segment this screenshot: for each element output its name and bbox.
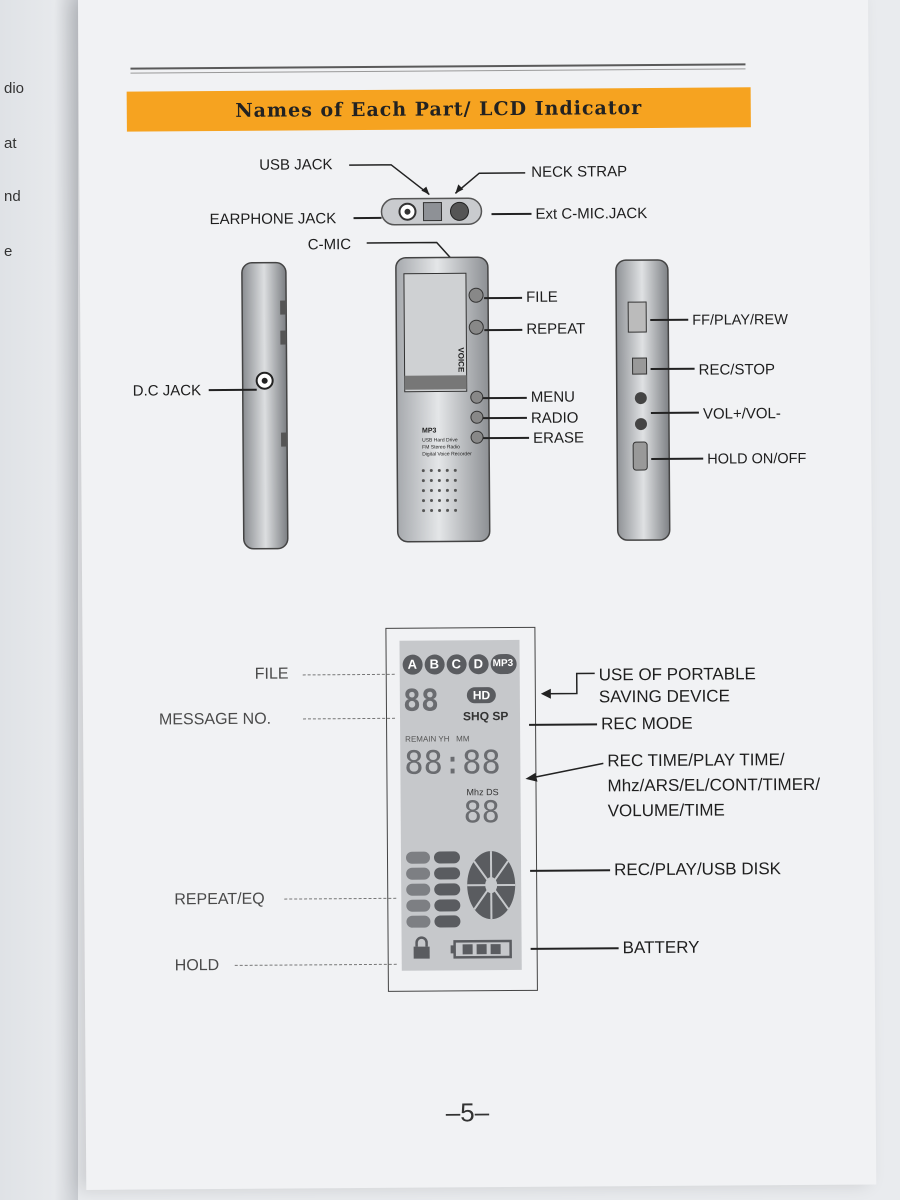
device-feature: Digital Voice Recorder	[422, 451, 472, 458]
rec-play-usb-leader	[530, 869, 611, 872]
previous-page: dio at nd e	[0, 0, 78, 1200]
ext-mic-jack-icon	[449, 201, 469, 221]
ff-play-rew-switch-icon	[627, 301, 647, 333]
label-c-mic: C-MIC	[307, 236, 352, 254]
label-menu: MENU	[530, 388, 576, 406]
label-earphone-jack: EARPHONE JACK	[209, 210, 337, 229]
radio-leader	[482, 416, 527, 420]
label-hold: HOLD ON/OFF	[707, 450, 807, 468]
vol-leader	[650, 411, 699, 415]
header-rule	[130, 63, 746, 74]
lcd-label-rec-mode: REC MODE	[600, 713, 693, 734]
prev-page-fragment: e	[4, 243, 13, 260]
lcd-label-rec-play-usb: REC/PLAY/USB DISK	[614, 859, 782, 880]
hold-leader	[651, 457, 704, 461]
prev-page-fragment: at	[4, 135, 17, 152]
prev-page-fragment: dio	[4, 80, 25, 97]
vol-down-icon	[634, 418, 647, 431]
label-file: FILE	[526, 288, 558, 306]
lcd-label-battery: BATTERY	[622, 937, 700, 958]
lcd-folder-b: B	[429, 656, 440, 672]
lcd-hold-leader	[234, 963, 397, 966]
battery-leader	[530, 947, 619, 950]
hold-switch-icon	[632, 441, 648, 471]
lcd-folder-a: A	[407, 656, 418, 672]
device-brand: MP3	[421, 427, 437, 435]
lcd-folder-c: C	[451, 656, 462, 672]
lcd-rec-modes: SHQ SP	[462, 709, 509, 724]
device-feature: FM Stereo Radio	[422, 444, 460, 451]
lcd-label-hold: HOLD	[174, 957, 220, 975]
device-left-side	[241, 261, 289, 550]
device-feature: USB Hard Drive	[422, 437, 458, 444]
manual-page: Names of Each Part/ LCD Indicator USB JA…	[78, 0, 877, 1190]
lcd-hold-icon	[413, 936, 430, 959]
lcd-message-digits: 88	[402, 683, 440, 719]
lcd-battery-icon	[450, 939, 512, 959]
label-ext-cmic-jack: Ext C-MIC.JACK	[535, 205, 648, 223]
erase-button-icon	[470, 430, 484, 444]
c-mic-leader	[366, 241, 454, 261]
repeat-leader	[484, 328, 523, 332]
lcd-folder-mp3: MP3	[492, 657, 514, 670]
label-erase: ERASE	[533, 429, 584, 447]
section-banner: Names of Each Part/ LCD Indicator	[126, 87, 751, 132]
label-rec-stop: REC/STOP	[698, 361, 776, 379]
lcd-time-header: REMAIN YH MM	[405, 734, 470, 744]
usb-jack-icon	[422, 201, 443, 222]
device-right-side	[615, 259, 671, 541]
rec-stop-button-icon	[632, 357, 648, 375]
usb-jack-leader	[349, 164, 430, 196]
prev-page-fragment: nd	[4, 188, 21, 205]
label-radio: RADIO	[530, 409, 579, 427]
rec-time-leader	[525, 762, 604, 782]
label-vol: VOL+/VOL-	[702, 405, 781, 423]
lcd-label-rec-time-1: REC TIME/PLAY TIME/	[607, 750, 785, 771]
lcd-label-rec-time-3: VOLUME/TIME	[607, 800, 725, 821]
ff-leader	[650, 318, 689, 322]
lcd-time-digits: 88:88	[404, 743, 501, 782]
lcd-folder-row	[402, 654, 517, 675]
file-button-icon	[468, 287, 484, 303]
lcd-label-portable-1: USE OF PORTABLE	[598, 664, 756, 685]
dc-jack-leader	[208, 388, 257, 392]
repeat-button-icon	[468, 319, 484, 335]
vol-up-icon	[634, 392, 647, 405]
lcd-label-rec-time-2: Mhz/ARS/EL/CONT/TIMER/	[607, 774, 821, 796]
device-front	[395, 256, 491, 543]
lcd-label-repeat-eq: REPEAT/EQ	[174, 890, 265, 909]
rec-mode-leader	[529, 723, 598, 726]
lcd-file-leader	[302, 673, 395, 676]
lcd-hd-badge: HD	[466, 687, 497, 704]
lcd-message-no-leader	[303, 717, 396, 720]
label-repeat: REPEAT	[526, 320, 586, 338]
section-title: Names of Each Part/ LCD Indicator	[235, 97, 643, 122]
lcd-label-message-no: MESSAGE NO.	[158, 710, 272, 729]
device-side-text: VOICE	[456, 347, 466, 373]
lcd-small-digits: 88	[463, 795, 500, 831]
portable-leader	[540, 672, 595, 699]
menu-leader	[482, 396, 527, 400]
lcd-repeat-eq-icons	[405, 851, 461, 928]
earphone-jack-leader	[353, 216, 382, 220]
page-number: –5–	[445, 1097, 490, 1128]
lcd-repeat-eq-leader	[284, 897, 397, 900]
label-ff-play-rew: FF/PLAY/REW	[692, 312, 788, 329]
file-leader	[484, 296, 523, 300]
lcd-label-file: FILE	[254, 665, 289, 683]
menu-button-icon	[470, 390, 484, 404]
lcd-folder-d: D	[473, 656, 484, 672]
rec-stop-leader	[650, 367, 695, 371]
jack-diagram	[380, 197, 483, 226]
ext-mic-leader	[491, 212, 532, 216]
erase-leader	[483, 436, 530, 440]
label-usb-jack: USB JACK	[259, 156, 333, 174]
radio-button-icon	[470, 410, 484, 424]
neck-strap-leader	[454, 172, 526, 194]
lcd-label-portable-2: SAVING DEVICE	[598, 686, 730, 707]
label-neck-strap: NECK STRAP	[531, 163, 628, 181]
lcd-disk-icon	[467, 851, 516, 920]
label-dc-jack: D.C JACK	[132, 382, 202, 400]
